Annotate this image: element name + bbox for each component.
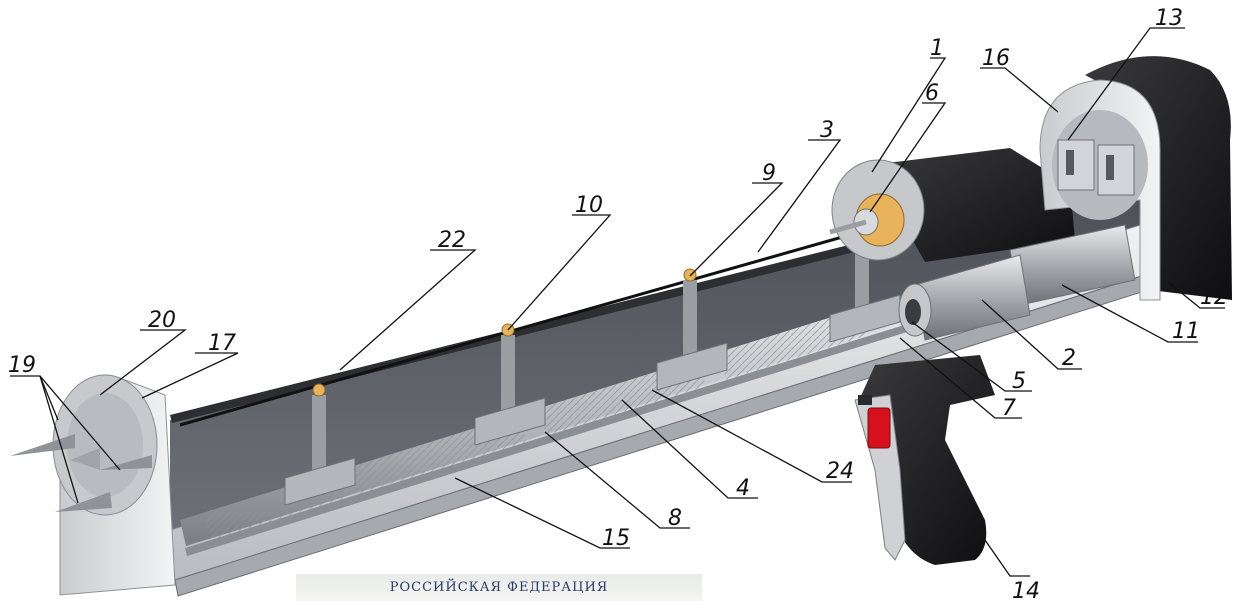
callout-2: 2	[1062, 346, 1076, 371]
callout-3: 3	[820, 118, 834, 143]
callout-8: 8	[668, 506, 682, 531]
leader-8	[544, 431, 690, 529]
leader-17	[141, 352, 239, 399]
leader-13	[1067, 27, 1185, 141]
drum-body	[870, 148, 1075, 262]
leader-3	[757, 139, 842, 253]
callout-24: 24	[826, 459, 854, 484]
leader-15	[454, 477, 630, 549]
callout-22: 22	[438, 228, 466, 253]
leader-20	[99, 329, 187, 396]
cylinder-2-bore	[905, 299, 921, 325]
leader-4	[621, 399, 758, 499]
leader-7	[899, 337, 1022, 419]
trough-groove	[185, 255, 1132, 556]
trigger-guard-stub	[858, 395, 872, 405]
leader-2	[981, 299, 1082, 370]
callout-17: 17	[208, 331, 236, 356]
spike-3	[100, 455, 152, 470]
support-bracket-2	[474, 323, 546, 446]
support-bracket-3	[656, 268, 728, 391]
leader-22	[339, 249, 477, 371]
spike-2	[55, 492, 112, 512]
spike-4	[70, 448, 100, 470]
inner-back-wall	[170, 180, 1140, 530]
callout-19: 19	[8, 353, 36, 378]
callout-6: 6	[925, 81, 939, 106]
leader-1	[871, 57, 947, 173]
drum-shaft	[829, 219, 867, 235]
callout-9: 9	[762, 161, 776, 186]
leader-11	[1061, 284, 1198, 343]
leader-12	[1167, 281, 1225, 309]
leader-16	[980, 67, 1059, 113]
leader-24	[651, 389, 852, 483]
callout-15: 15	[602, 526, 630, 551]
callout-20: 20	[148, 308, 176, 333]
support-bracket-1	[284, 383, 356, 506]
callout-5: 5	[1012, 369, 1026, 394]
callout-11: 11	[1172, 319, 1200, 344]
leader-19b	[39, 375, 59, 421]
leader-9	[689, 182, 784, 277]
left-end-disc-inner	[67, 393, 143, 497]
pistol-grip	[860, 355, 995, 565]
callout-16: 16	[982, 46, 1010, 71]
guide-rod	[179, 230, 861, 427]
callout-4: 4	[736, 476, 750, 501]
leader-5	[911, 321, 1032, 392]
trigger	[867, 407, 891, 449]
callout-13: 13	[1155, 6, 1183, 31]
callout-10: 10	[575, 193, 603, 218]
patent-header-strip: РОССИЙСКАЯ ФЕДЕРАЦИЯ	[296, 574, 702, 601]
leader-19c	[39, 375, 79, 504]
patent-header-text: РОССИЙСКАЯ ФЕДЕРАЦИЯ	[389, 580, 609, 595]
leader-10	[507, 214, 612, 331]
support-bracket-4	[829, 240, 901, 343]
callout-12: 12	[1200, 285, 1228, 310]
launcher-assembly	[10, 56, 1232, 597]
callout-14: 14	[1012, 579, 1040, 601]
switch-block	[1057, 139, 1135, 196]
leader-6	[869, 102, 947, 213]
callout-labels: 1 2 3 4 5 6 7 8 9 10 11 12 13 14 15 16 1…	[8, 6, 1228, 601]
leader-14	[984, 539, 1030, 577]
callout-7: 7	[1002, 396, 1016, 421]
leader-lines	[10, 27, 1225, 577]
callout-1: 1	[930, 36, 944, 61]
